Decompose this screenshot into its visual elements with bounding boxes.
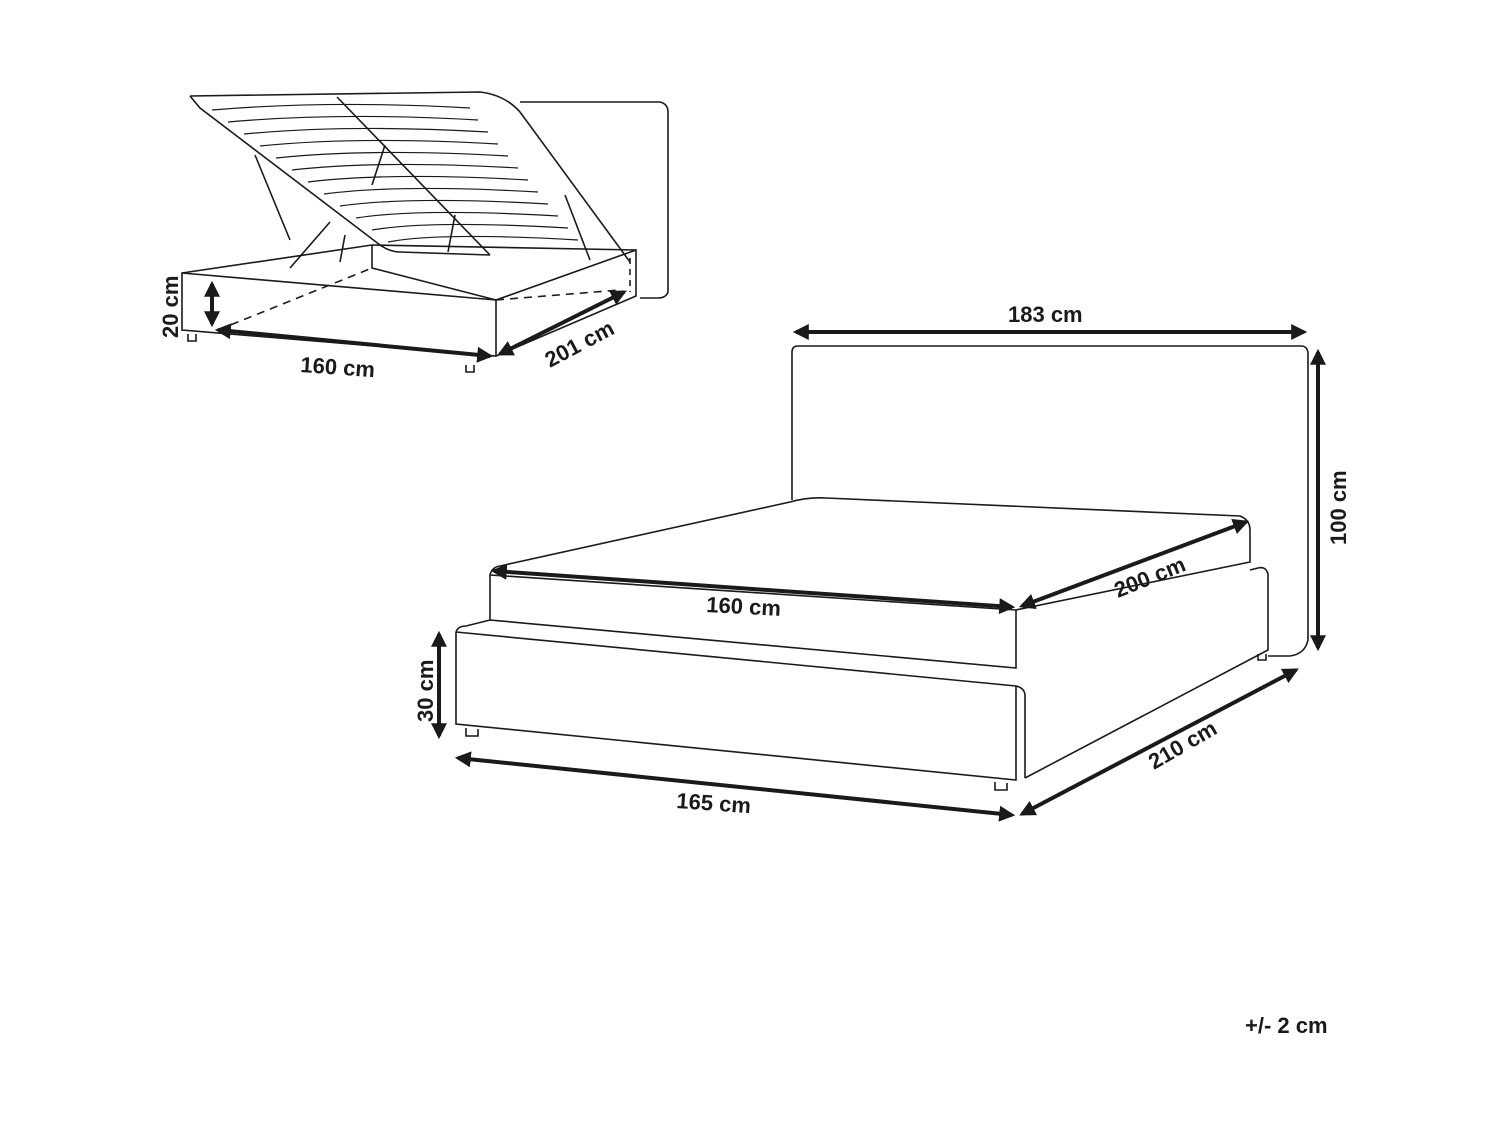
headboard-height-label: 100 cm xyxy=(1326,470,1351,545)
storage-width-label: 160 cm xyxy=(300,352,376,382)
mattress-width-label: 160 cm xyxy=(706,592,782,621)
storage-height-label: 20 cm xyxy=(158,276,183,338)
overall-width-label: 165 cm xyxy=(676,788,752,818)
bed-dimension-arrows xyxy=(431,324,1326,822)
tolerance-note: +/- 2 cm xyxy=(1245,1013,1328,1038)
frame-height-label: 30 cm xyxy=(413,660,438,722)
storage-depth-label: 201 cm xyxy=(541,315,619,372)
headboard-width-label: 183 cm xyxy=(1008,302,1083,327)
storage-dimension-arrows xyxy=(204,280,627,363)
